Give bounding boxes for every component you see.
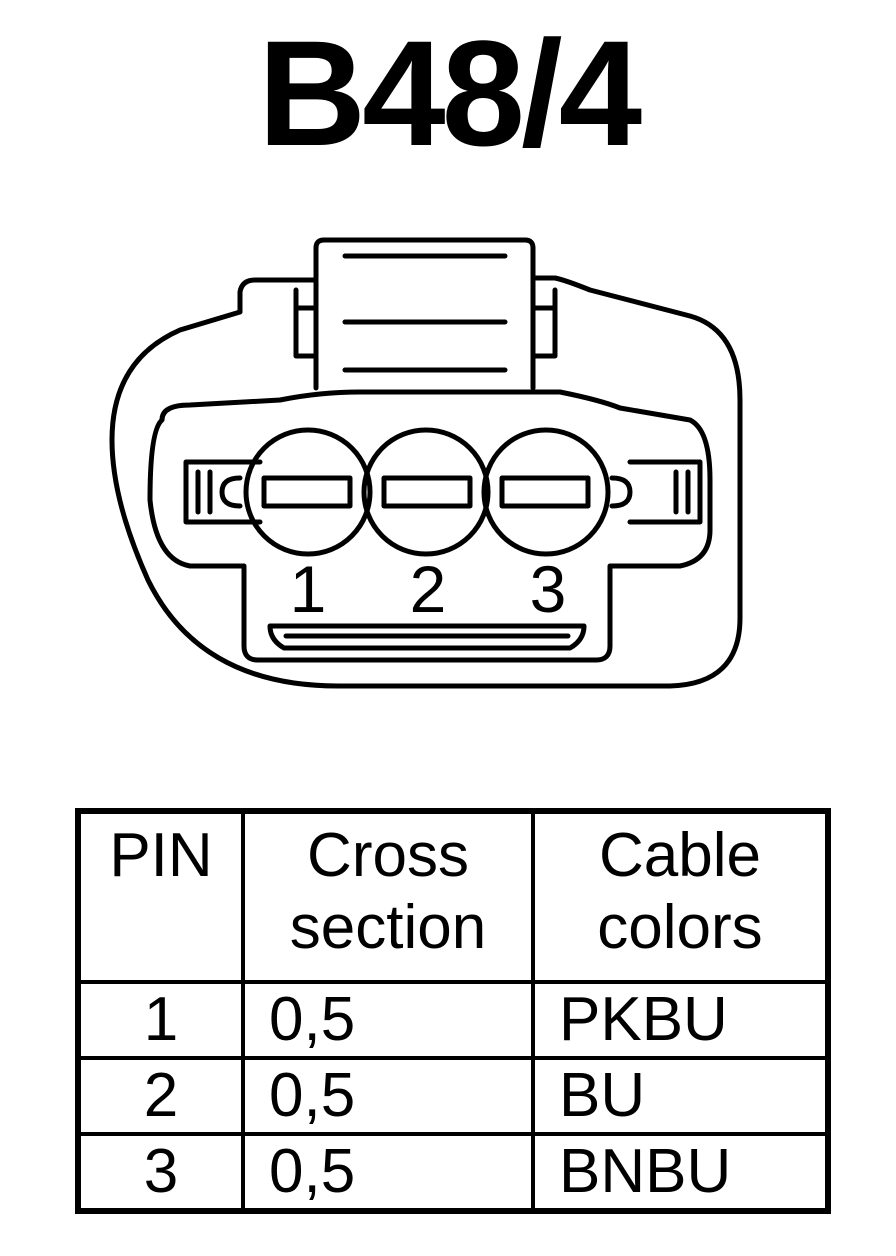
connector-key xyxy=(267,623,587,651)
connector-latch xyxy=(313,245,536,391)
cell-cross-section: 0,5 xyxy=(241,980,535,1060)
diagram-title: B48/4 xyxy=(257,9,642,177)
table-row: 2 0,5 BU xyxy=(76,1056,830,1136)
table-row: 3 0,5 BNBU xyxy=(76,1132,830,1213)
pin-slot-frame xyxy=(183,459,703,525)
pin-1-cavity xyxy=(243,427,373,557)
cell-pin: 2 xyxy=(76,1056,245,1136)
cell-cross-section: 0,5 xyxy=(241,1132,535,1213)
cell-pin: 3 xyxy=(76,1132,245,1213)
table-header-row: PIN Cross section Cable colors xyxy=(76,809,830,984)
pin-label-3: 3 xyxy=(530,552,567,626)
header-cross-section: Cross section xyxy=(241,809,535,984)
pin-label-2: 2 xyxy=(410,552,447,626)
cell-cable-color: PKBU xyxy=(531,980,830,1060)
cell-cable-color: BU xyxy=(531,1056,830,1136)
pin-3-terminal xyxy=(499,475,591,509)
latch-tab-right xyxy=(530,287,558,359)
pin-1-terminal xyxy=(261,475,353,509)
table-row: 1 0,5 PKBU xyxy=(76,980,830,1060)
pin-label-1: 1 xyxy=(290,552,327,626)
latch-tab-left xyxy=(293,287,319,359)
header-cable-colors: Cable colors xyxy=(531,809,830,984)
connector-face xyxy=(147,389,713,663)
pin-2-cavity xyxy=(361,427,491,557)
cell-pin: 1 xyxy=(76,980,245,1060)
pin-assignment-table: PIN Cross section Cable colors 1 0,5 PKB… xyxy=(75,808,831,1214)
header-pin: PIN xyxy=(76,809,245,984)
connector-drawing: 1 2 3 xyxy=(109,237,743,689)
pin-2-terminal xyxy=(381,475,473,509)
cell-cross-section: 0,5 xyxy=(241,1056,535,1136)
cell-cable-color: BNBU xyxy=(531,1132,830,1213)
pin-3-cavity xyxy=(481,427,611,557)
